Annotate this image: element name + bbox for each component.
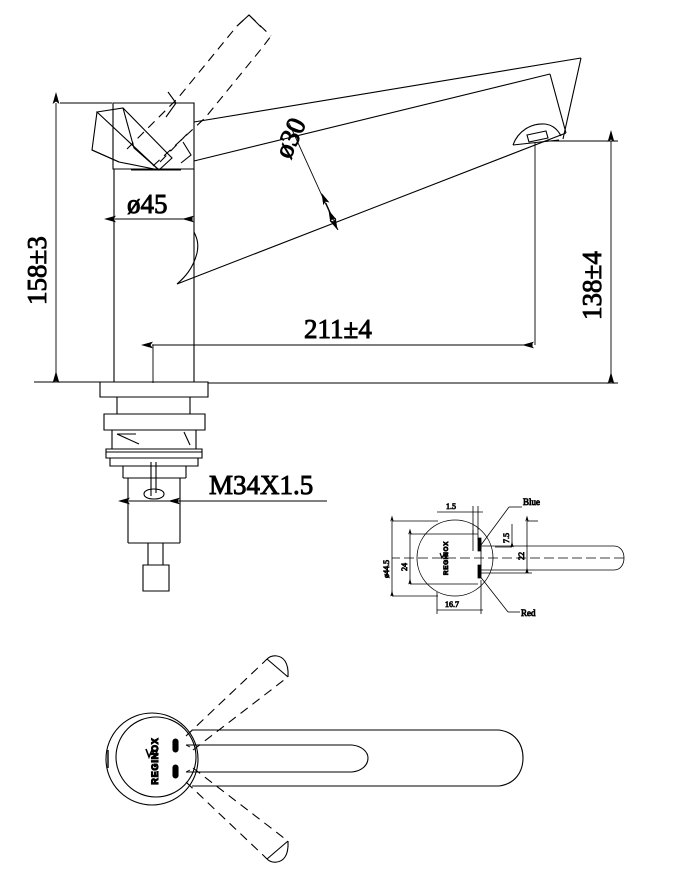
dimension-spout-reach: 211±4 <box>141 143 536 383</box>
plan-outer-ring <box>105 712 199 806</box>
aerator-screen <box>526 130 549 143</box>
lever-arm-edge <box>91 149 120 163</box>
spout-upper-edge-inner <box>193 73 551 162</box>
spout-lower-edge <box>176 132 567 285</box>
plan-join-lower <box>185 769 191 773</box>
dimension-flange-diameter-label: ø44.5 <box>382 560 391 578</box>
dimension-base-width-label: 16.7 <box>445 600 459 609</box>
lever-arm-fold <box>122 107 160 171</box>
plan-spout-solid <box>186 744 369 773</box>
spout-tip-inner <box>549 73 567 134</box>
spout-upper-edge-outer <box>193 57 582 123</box>
deck-washer <box>103 413 206 431</box>
dimension-inner-width: 24 <box>400 528 478 585</box>
plan-indicator-slot-red <box>172 764 179 779</box>
lock-nut-upper <box>105 448 203 459</box>
spout-tip-end <box>562 57 582 140</box>
plan-lever-phantom-up <box>185 655 289 751</box>
lever-tip-cap <box>236 14 262 28</box>
plan-indicator-slot-blue <box>172 738 179 753</box>
callout-red-leader <box>478 574 509 613</box>
lever-handle-assembly <box>91 14 272 171</box>
top-plan-view: REGINOX <box>105 655 524 863</box>
lever-tick-lower <box>180 141 192 164</box>
plan-outer-wall-tip <box>498 729 524 787</box>
aerator-outline <box>512 123 562 146</box>
dimension-spout-height-label: 138±4 <box>577 251 607 320</box>
plan-inner-ring <box>115 716 197 798</box>
plan-logo-mark <box>145 747 159 760</box>
lever-arm-solid <box>95 107 173 171</box>
spout-lower-root-curve <box>176 231 199 285</box>
plan-logo-reginox: REGINOX <box>145 737 161 785</box>
cartridge-detail-view: REGINOX ø44.5 24 1.5 7.5 <box>382 497 625 618</box>
lever-tick-upper <box>165 91 177 118</box>
dimension-spout-height: 138±4 <box>208 130 618 384</box>
callout-inlet-blue-label: Blue <box>523 497 540 507</box>
plan-logo-text: REGINOX <box>150 737 160 784</box>
dimension-offset-depth: 7.5 <box>495 524 514 548</box>
hose-end-fitting <box>142 564 170 592</box>
dimension-mounting-thread-label: M34X1.5 <box>209 470 313 500</box>
detail-logo-reginox: REGINOX <box>439 540 450 575</box>
chamfer-tick-right <box>183 431 191 446</box>
dimension-overall-height: 158±3 <box>22 92 208 383</box>
dimension-body-diameter-label: ø45 <box>127 189 168 219</box>
dimension-body-diameter: ø45 <box>104 189 194 223</box>
dimension-spout-reach-label: 211±4 <box>304 314 372 344</box>
lock-nut-lower <box>109 457 199 467</box>
dimension-slot-width: 1.5 <box>437 502 483 534</box>
dimension-overall-depth: 22 <box>481 515 538 574</box>
dimension-inner-width-label: 24 <box>400 563 409 571</box>
callout-blue-leader <box>480 506 510 546</box>
dimension-overall-depth-label: 22 <box>517 552 526 560</box>
dimension-base-width: 16.7 <box>436 580 483 614</box>
dimension-slot-width-label: 1.5 <box>446 502 456 511</box>
plan-join-upper <box>185 744 191 748</box>
callout-inlet-red: Red <box>478 574 536 618</box>
dimension-flange-diameter: ø44.5 <box>382 515 438 597</box>
callout-inlet-blue: Blue <box>480 497 540 546</box>
detail-shank-cap <box>613 545 625 571</box>
detail-logo-mark <box>439 552 449 560</box>
chamfer-tick-left <box>116 433 140 445</box>
inlet-slot-blue <box>477 537 482 552</box>
plan-lever-phantom-down <box>185 767 289 863</box>
dimension-mounting-thread: M34X1.5 <box>118 470 327 505</box>
dimension-overall-height-label: 158±3 <box>22 236 52 305</box>
dimension-offset-depth-label: 7.5 <box>502 533 511 543</box>
callout-inlet-red-label: Red <box>521 608 536 618</box>
plan-spout-tip <box>351 744 369 773</box>
